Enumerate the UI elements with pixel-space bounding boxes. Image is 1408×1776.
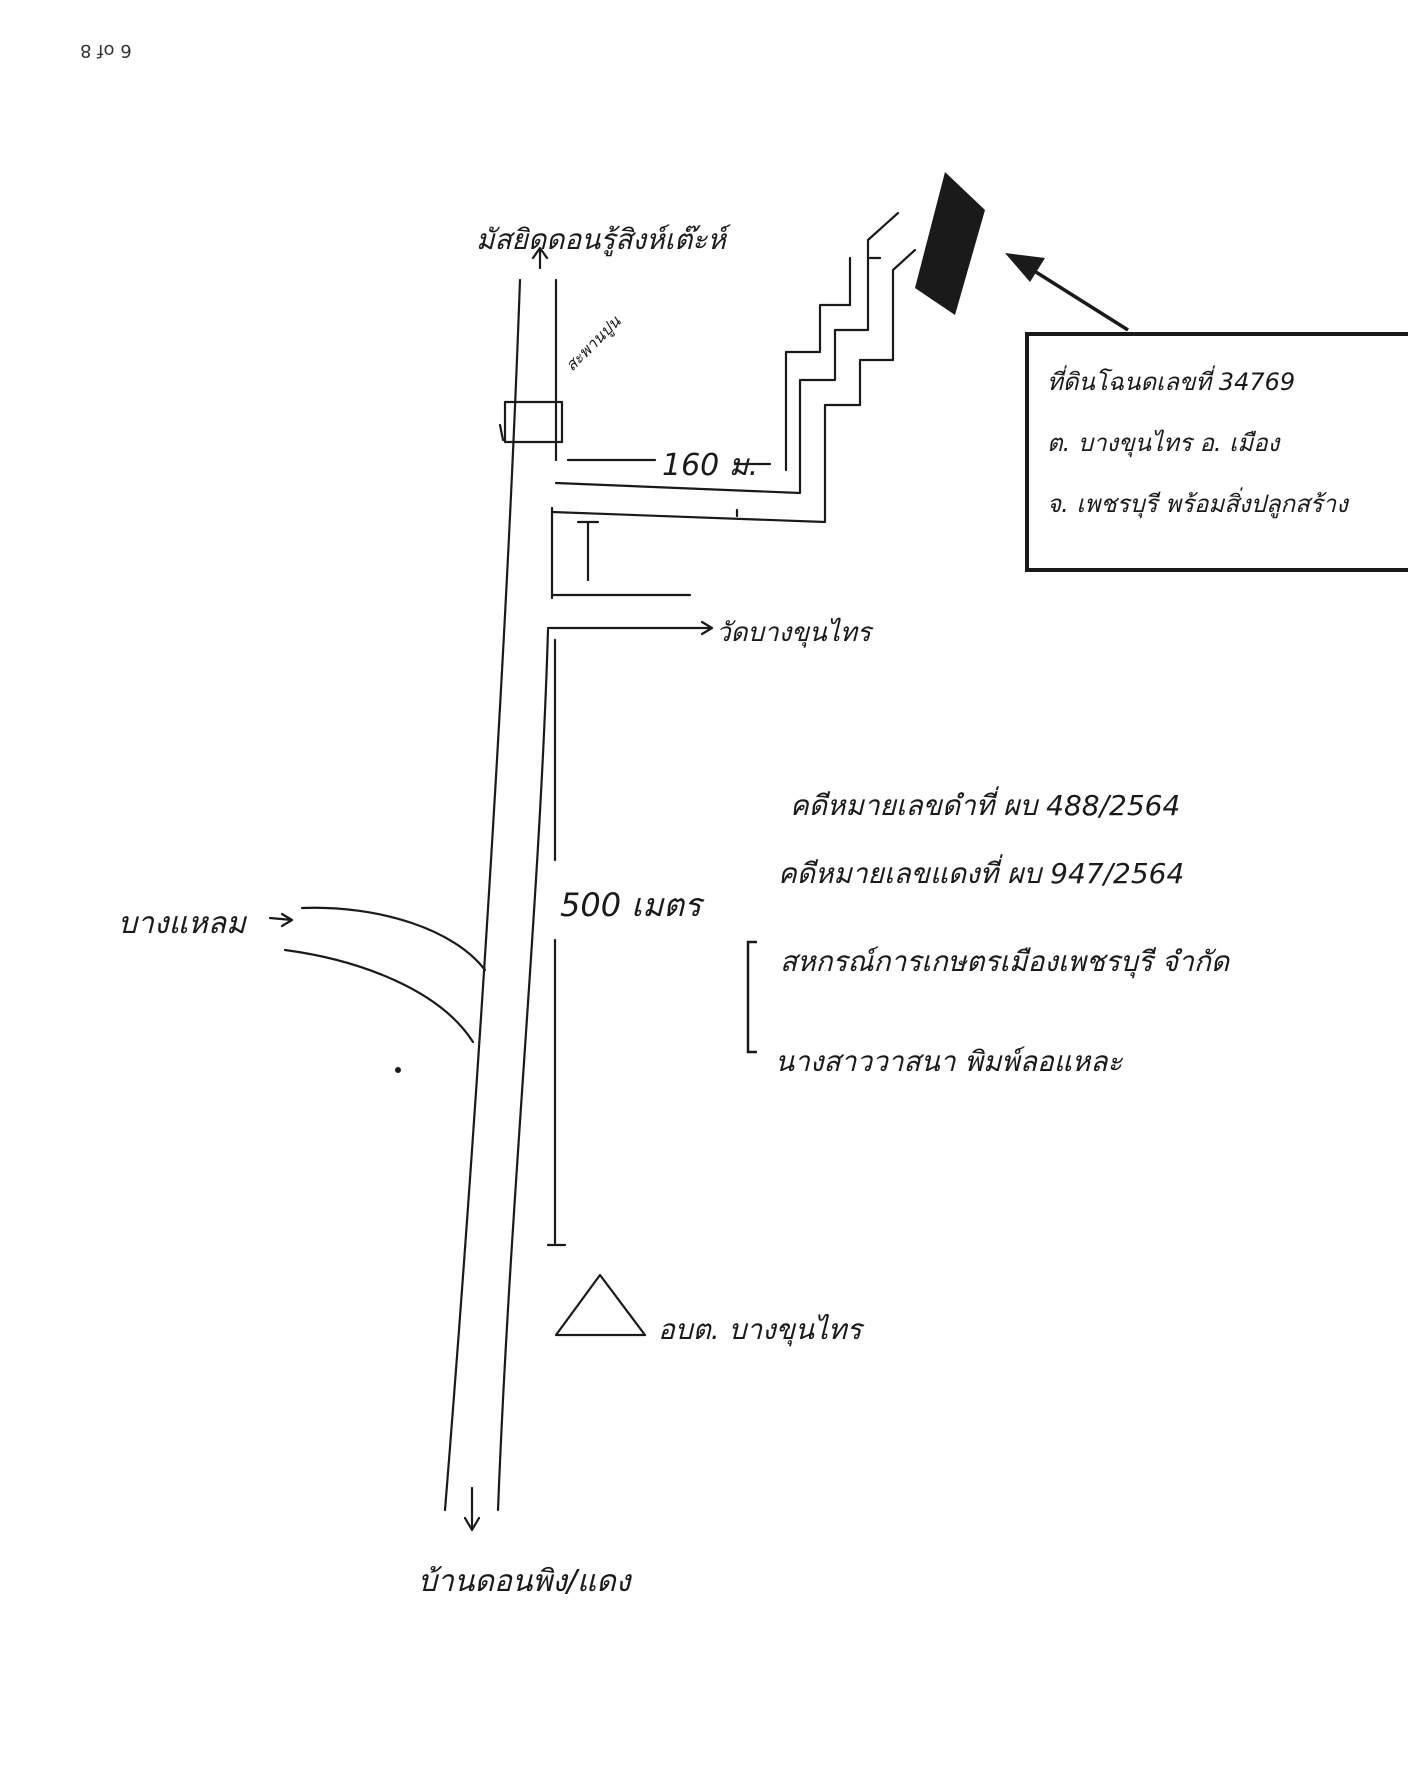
property-deed-line: ที่ดินโฉนดเลขที่ 34769 xyxy=(1047,368,1296,396)
main-road-right-edge-low xyxy=(496,628,550,1512)
temple-arrow xyxy=(693,620,714,636)
temple-label: วัดบางขุนไทร xyxy=(716,618,872,648)
property-parcel xyxy=(915,172,985,315)
pointer-arrow-head xyxy=(1005,253,1045,282)
defendant-name: นางสาววาสนา พิมพ์ลอแหละ xyxy=(775,1045,1123,1078)
top-destination-label: มัสยิดดอนรู้สิงห์เต๊ะห์ xyxy=(476,223,726,256)
south-arrow xyxy=(463,1486,481,1532)
plaintiff-name: สหกรณ์การเกษตรเมืองเพชรบุรี จำกัด xyxy=(780,945,1229,978)
left-road-top xyxy=(300,906,487,972)
red-case-number: คดีหมายเลขแดงที่ ผบ 947/2564 xyxy=(778,857,1185,890)
office-triangle xyxy=(554,1273,647,1337)
property-label-box: ที่ดินโฉนดเลขที่ 34769 ต. บางขุนไทร อ. เ… xyxy=(1025,332,1408,572)
left-road-arrow xyxy=(268,912,294,928)
distance-160-label: 160 ม. xyxy=(662,448,759,483)
bridge-box xyxy=(503,400,564,444)
pointer-arrow-line xyxy=(1019,260,1129,332)
black-case-number: คดีหมายเลขดำที่ ผบ 488/2564 xyxy=(790,789,1181,822)
property-province-line: จ. เพชรบุรี พร้อมสิ่งปลูกสร้าง xyxy=(1047,490,1348,518)
left-road-bottom xyxy=(283,948,475,1044)
property-road-top xyxy=(554,211,900,495)
bridge-mark xyxy=(498,423,505,442)
distance-500-label: 500 เมตร xyxy=(560,886,702,924)
property-road-inner xyxy=(784,256,852,472)
stray-dot xyxy=(395,1067,401,1073)
left-branch-label: บางแหลม xyxy=(118,906,246,941)
north-arrow xyxy=(531,246,549,270)
office-label: อบต. บางขุนไทร xyxy=(658,1313,862,1346)
bottom-destination-label: บ้านดอนพิง/แดง xyxy=(418,1564,631,1599)
main-road-left-edge xyxy=(443,278,522,1512)
property-district-line: ต. บางขุนไทร อ. เมือง xyxy=(1047,429,1280,457)
property-road-bottom xyxy=(550,248,917,524)
